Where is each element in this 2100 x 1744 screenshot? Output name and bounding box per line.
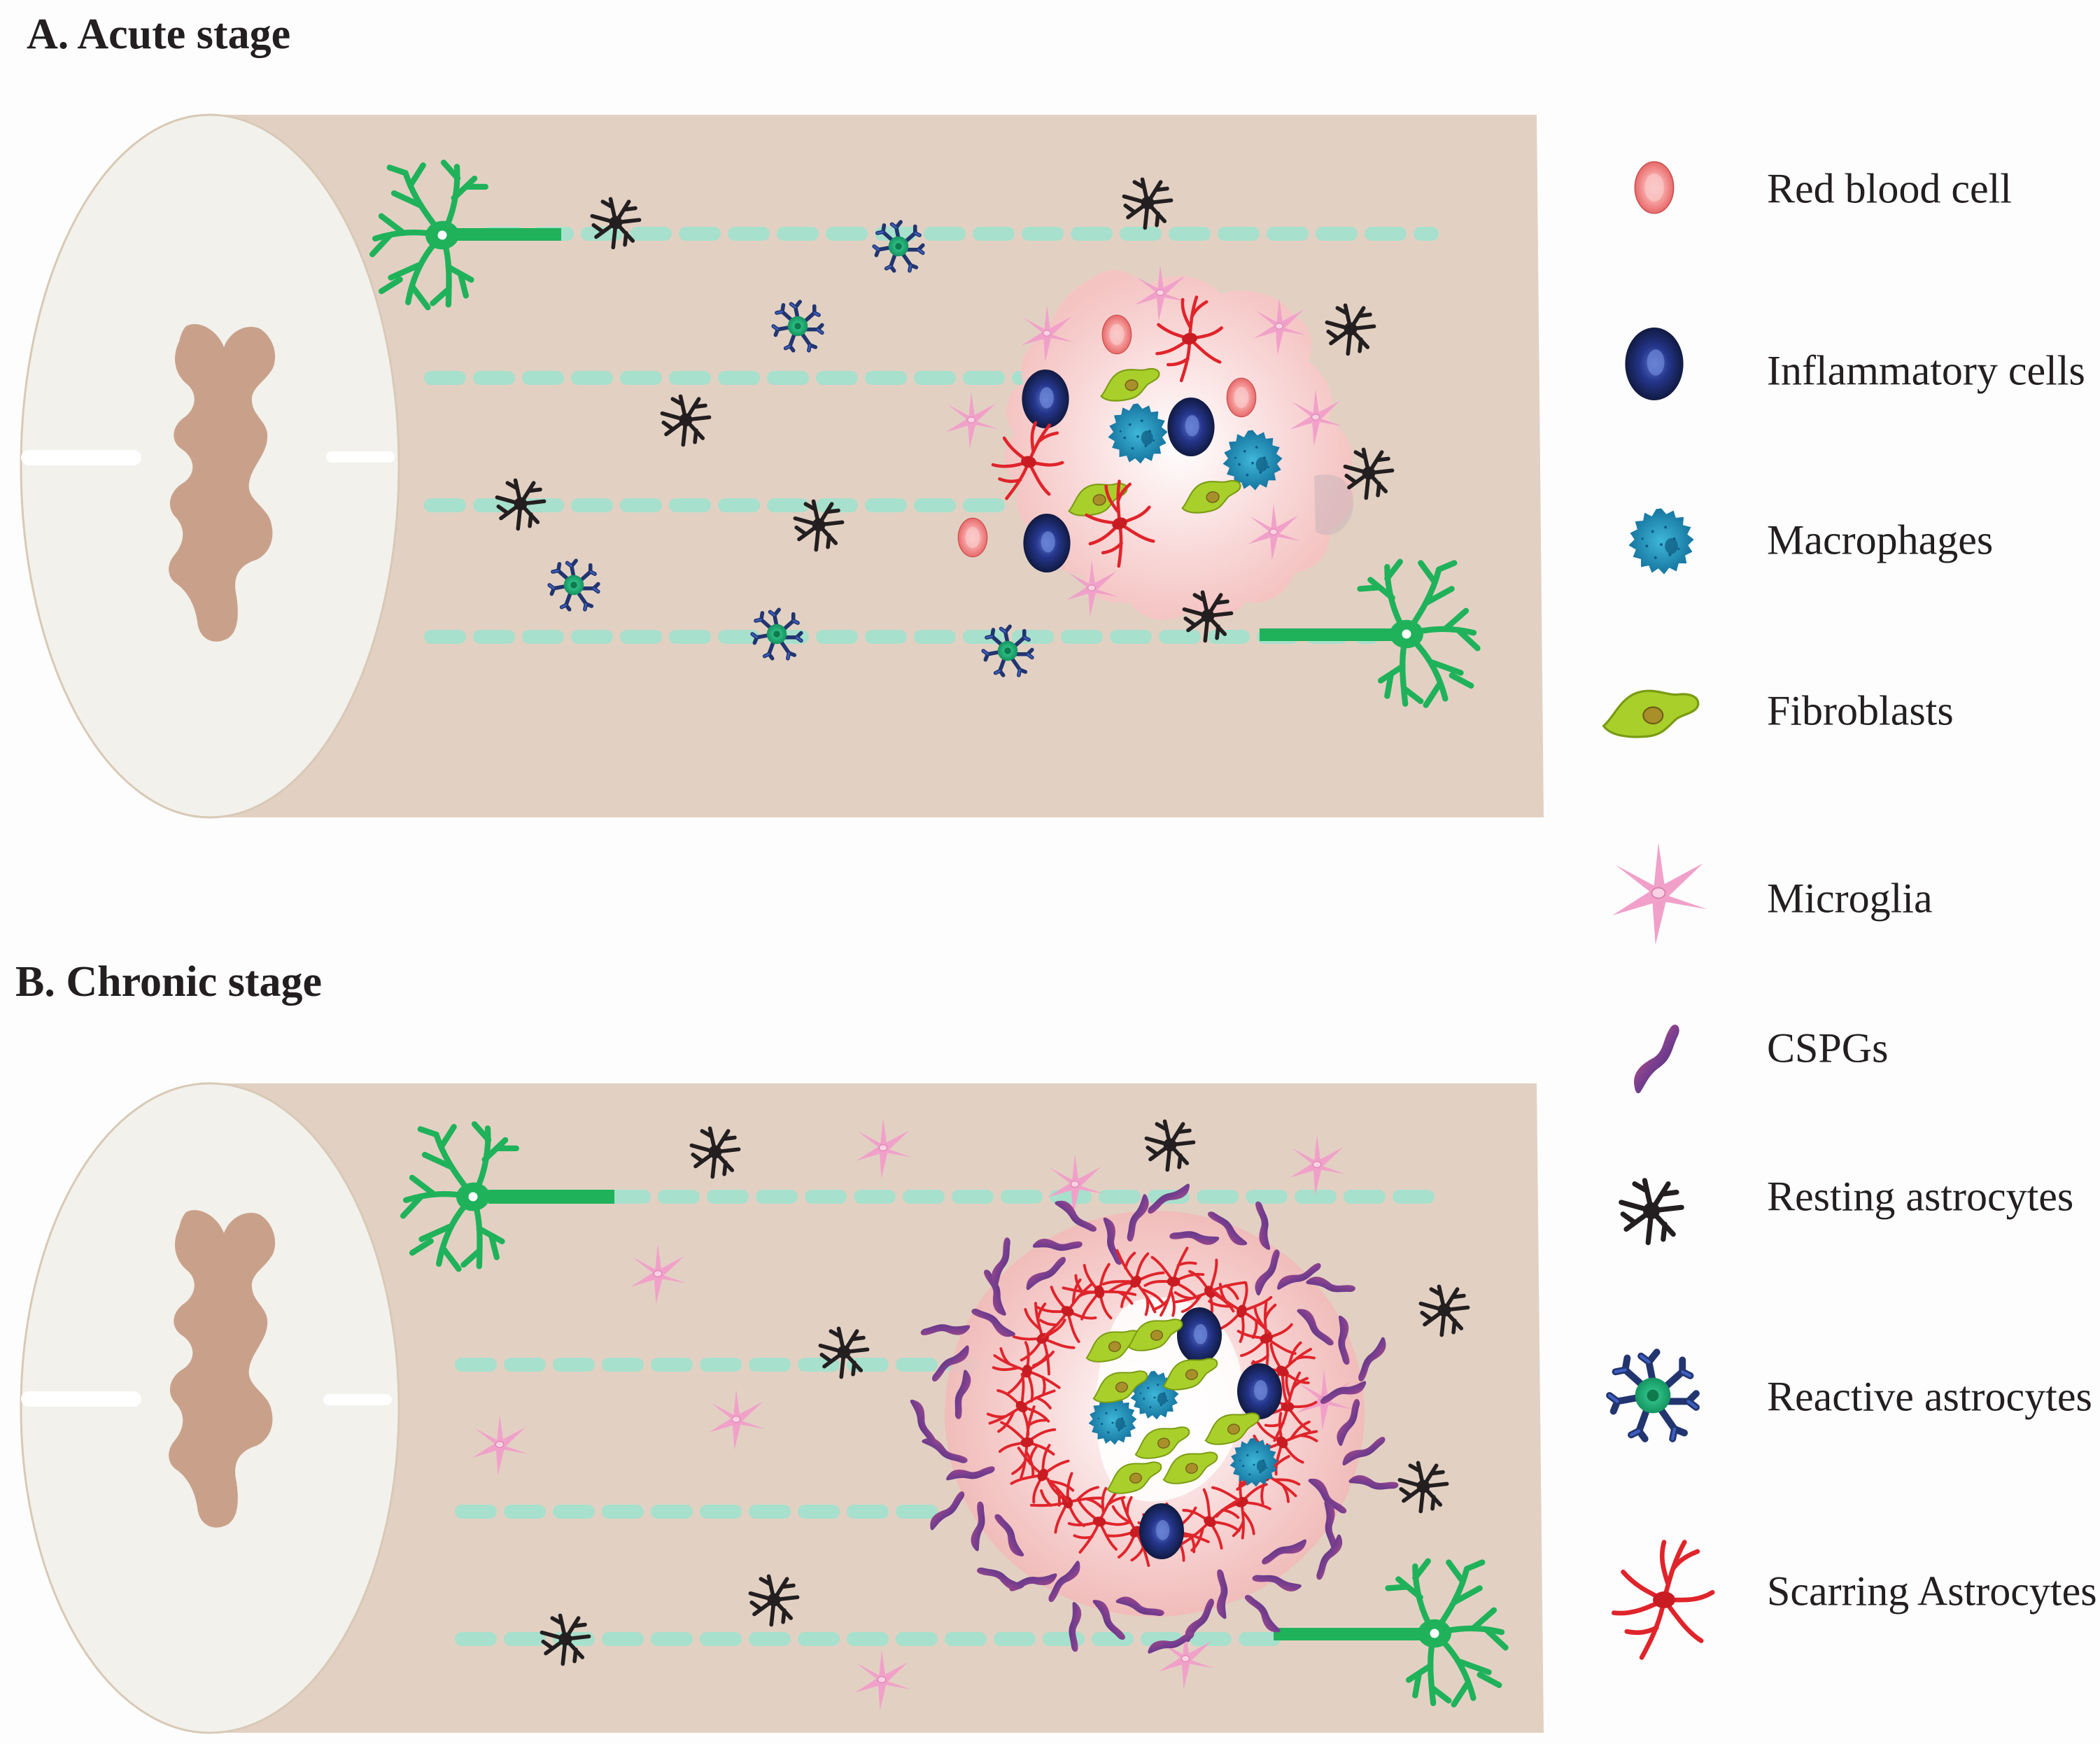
cord-edge-tick <box>21 1391 141 1407</box>
neuron-axon <box>488 1190 614 1204</box>
inflammatory-cell <box>1237 1363 1282 1419</box>
panel-title-chronic: B. Chronic stage <box>15 958 323 1006</box>
inflammatory-cell <box>1023 514 1071 572</box>
red-blood-cell <box>1101 314 1132 355</box>
lesion-shadow <box>1314 474 1354 535</box>
legend-label-scarring-astrocytes: Scarring Astrocytes <box>1767 1568 2097 1615</box>
inflammatory-cell <box>1167 398 1215 456</box>
macrophage-icon <box>1628 508 1694 575</box>
neurons <box>397 1121 1505 1704</box>
fibroblast-icon <box>1602 689 1700 738</box>
legend-label-resting-astrocytes: Resting astrocytes <box>1767 1173 2074 1220</box>
panel-acute <box>20 113 1544 819</box>
inflammatory-cell-icon <box>1625 328 1684 400</box>
scarring-astrocyte-icon <box>1614 1542 1712 1658</box>
neuron-axon <box>1274 1628 1421 1640</box>
panel-title-acute: A. Acute stage <box>27 10 291 58</box>
legend-label-red-blood-cell: Red blood cell <box>1767 165 2012 212</box>
axon-lines <box>455 1190 1456 1646</box>
grey-matter <box>169 1210 276 1528</box>
neurons <box>366 160 1477 705</box>
cord-edge-tick <box>21 450 141 465</box>
legend-label-microglia: Microglia <box>1767 875 1933 922</box>
legend-label-reactive-astrocytes: Reactive astrocytes <box>1767 1373 2092 1420</box>
inflammatory-cell <box>1022 370 1069 428</box>
legend <box>1602 161 1713 1658</box>
cspg-icon <box>1631 1019 1681 1099</box>
reactive-astrocyte-icon <box>1609 1352 1696 1439</box>
grey-matter <box>169 324 276 642</box>
legend-label-cspgs: CSPGs <box>1767 1025 1889 1071</box>
panel-chronic <box>20 1082 1544 1734</box>
red-blood-cell <box>1226 377 1257 418</box>
microglia-icon <box>1612 842 1708 946</box>
neuron-axon <box>456 228 561 241</box>
neuron-axon <box>1260 628 1393 641</box>
red-blood-cell <box>957 517 988 558</box>
cord-edge-tick <box>323 1394 392 1405</box>
legend-label-macrophages: Macrophages <box>1767 516 1994 563</box>
resting-astrocyte-icon <box>1621 1181 1682 1243</box>
cord-edge-tick <box>326 451 395 463</box>
red-blood-cell-icon <box>1634 161 1675 214</box>
legend-label-fibroblasts: Fibroblasts <box>1767 687 1954 734</box>
legend-label-inflammatory-cells: Inflammatory cells <box>1767 347 2085 394</box>
inflammatory-cell <box>1177 1307 1222 1363</box>
inflammatory-cell <box>1139 1503 1184 1559</box>
